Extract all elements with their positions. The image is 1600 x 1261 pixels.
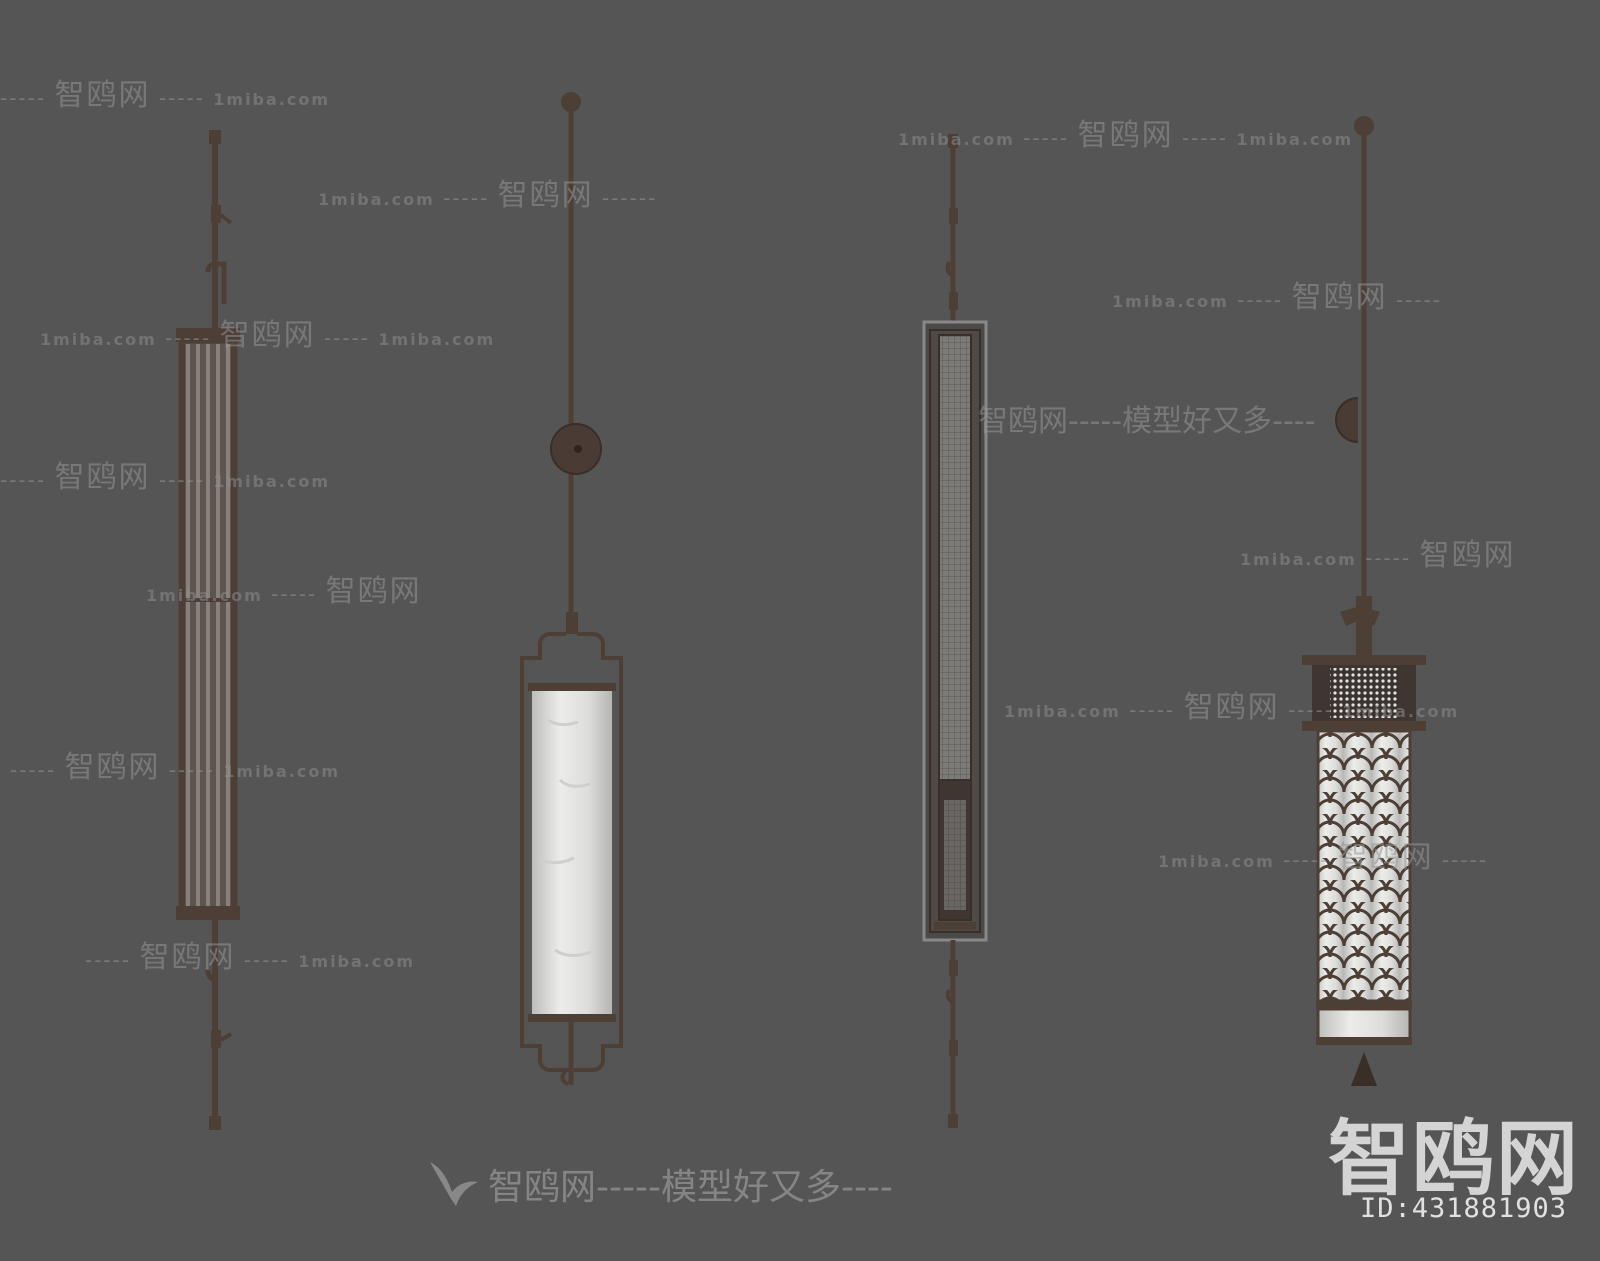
lamp-4-scale-pattern-sconce [1302, 116, 1426, 1086]
watermark-url: 1miba.com [223, 762, 341, 781]
watermark-url: 1miba.com [1240, 550, 1357, 569]
watermark-2: 1miba.com ----- 智鸥网 ------ [318, 170, 657, 214]
watermark-6: ----- 智鸥网 ----- 1miba.com [10, 742, 340, 786]
watermark-url: 1miba.com [146, 586, 263, 605]
watermark-url: 1miba.com [1236, 130, 1354, 149]
watermark-site-cn: 智鸥网 [1291, 280, 1388, 315]
watermark-dash: ------ [601, 186, 658, 210]
watermark-4: ----- 智鸥网 ----- 1miba.com [0, 452, 330, 496]
lamp-3-mesh-shade [938, 334, 972, 781]
lamp-4-wall-plate [1335, 397, 1359, 443]
lamp-1-top-ring [176, 328, 240, 342]
watermark-site-cn: 智鸥网 [1337, 840, 1434, 875]
watermark-12: 1miba.com ----- 智鸥网 ----- [1158, 832, 1488, 876]
watermark-dash: ----- [1023, 126, 1070, 150]
lamp-1-bottom-ring [176, 906, 240, 920]
watermark-8: 1miba.com ----- 智鸥网 ----- 1miba.com [898, 110, 1353, 154]
watermark-10: 1miba.com ----- 智鸥网 [1240, 530, 1516, 574]
watermark-site-cn: 智鸥网 [219, 318, 316, 353]
watermark-5: 1miba.com ----- 智鸥网 [146, 566, 422, 610]
footer-watermark: 智鸥网-----模型好又多---- [488, 1167, 893, 1208]
watermark-dash: ----- [158, 468, 205, 492]
watermark-site-cn: 智鸥网 [497, 178, 594, 213]
watermark-dash: ----- [10, 758, 57, 782]
lamp-2-alabaster-shade [532, 689, 612, 1015]
watermark-site-cn: 智鸥网 [1183, 690, 1280, 725]
watermark-site-cn: 智鸥网 [1419, 538, 1516, 573]
lamp-2-alabaster-sconce [520, 92, 623, 1086]
watermark-site-cn: 智鸥网 [54, 78, 151, 113]
lamp-4-perforated-band [1330, 668, 1398, 718]
lamp-4-scale-shade [1316, 729, 1412, 1003]
watermark-url: 1miba.com [40, 330, 157, 349]
watermark-3: 1miba.com ----- 智鸥网 ----- 1miba.com [40, 310, 495, 354]
watermark-dash: ----- [168, 758, 215, 782]
watermark-slogan: 智鸥网-----模型好又多---- [978, 404, 1316, 439]
watermark-url: 1miba.com [1342, 702, 1460, 721]
lamp-4-finial [1354, 116, 1374, 136]
watermark-dash: ----- [1237, 288, 1284, 312]
watermark-url: 1miba.com [378, 330, 496, 349]
watermark-11: 1miba.com ----- 智鸥网 ----- 1miba.com [1004, 682, 1459, 726]
watermark-1: ----- 智鸥网 ----- 1miba.com [0, 70, 330, 114]
asset-id: ID:431881903 [1360, 1193, 1568, 1224]
watermark-url: 1miba.com [1112, 292, 1229, 311]
watermark-url: 1miba.com [213, 472, 331, 491]
watermark-7: ----- 智鸥网 ----- 1miba.com [85, 932, 415, 976]
watermark-dash: ----- [1365, 546, 1412, 570]
watermark-url: 1miba.com [898, 130, 1015, 149]
lamp-1-caged-rod-sconce [176, 130, 240, 1130]
watermark-dash: ----- [1287, 698, 1335, 722]
watermark-dash: ----- [0, 468, 47, 492]
watermark-dash: ----- [0, 86, 47, 110]
watermark-dash: ----- [1129, 698, 1176, 722]
watermark-dash: ----- [165, 326, 212, 350]
seagull-icon [430, 1162, 478, 1206]
watermark-site-cn: 智鸥网 [64, 750, 161, 785]
watermark-dash: ----- [1181, 126, 1229, 150]
watermark-site-cn: 智鸥网 [1077, 118, 1174, 153]
watermark-dash: ----- [271, 582, 318, 606]
watermark-9: 1miba.com ----- 智鸥网 ----- [1112, 272, 1442, 316]
brand-logo: 智鸥网 [1328, 1112, 1581, 1207]
lamp-2-finial [561, 92, 581, 112]
watermark-dash: ----- [1283, 848, 1330, 872]
watermark-dash: ----- [1395, 288, 1443, 312]
lamp-4-bottom-finial [1351, 1052, 1377, 1086]
lamp-1-glass-rods [186, 344, 230, 906]
watermark-url: 1miba.com [1004, 702, 1121, 721]
watermark-dash: ----- [85, 948, 132, 972]
lamp-1-top-cap [209, 130, 221, 144]
watermark-dash: ----- [243, 948, 290, 972]
watermark-url: 1miba.com [318, 190, 435, 209]
watermark-site-cn: 智鸥网 [325, 574, 422, 609]
watermark-dash: ----- [323, 326, 371, 350]
watermark-url: 1miba.com [1158, 852, 1275, 871]
watermark-dash: ----- [443, 186, 490, 210]
watermark-url: 1miba.com [213, 90, 331, 109]
lamp-3-mesh-tube-sconce [922, 134, 988, 1128]
watermark-site-cn: 智鸥网 [54, 460, 151, 495]
watermark-dash: ----- [158, 86, 205, 110]
watermark-site-cn: 智鸥网 [139, 940, 236, 975]
watermark-dash: ----- [1441, 848, 1489, 872]
watermark-url: 1miba.com [298, 952, 416, 971]
